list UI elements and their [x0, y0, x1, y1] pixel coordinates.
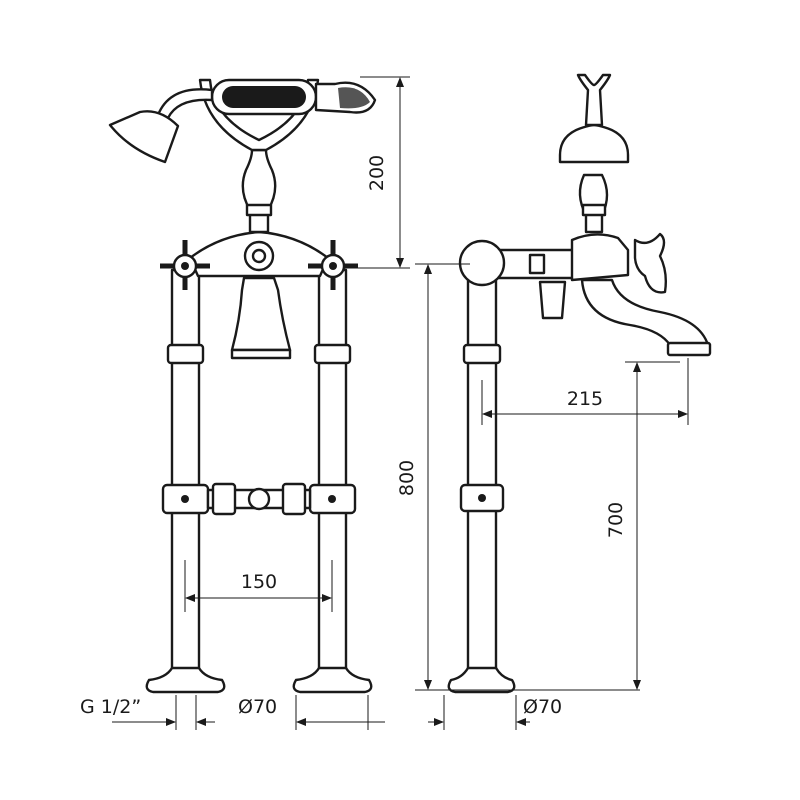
screw-right — [328, 495, 336, 503]
dim-base-diameter-side: Ø70 — [523, 696, 562, 718]
dimension-lines — [112, 76, 689, 730]
side-nut — [462, 343, 502, 365]
dim-height-top: 200 — [366, 155, 388, 191]
right-cross-handle — [308, 240, 358, 290]
side-column — [578, 173, 609, 234]
spout-front — [230, 276, 292, 352]
side-cradle — [576, 73, 612, 127]
side-view — [447, 73, 712, 694]
side-column-ring — [581, 203, 607, 217]
dim-spout-reach: 215 — [567, 388, 603, 410]
right-nut — [313, 343, 352, 365]
dim-spout-height: 700 — [605, 502, 627, 538]
handle-insert — [222, 86, 306, 108]
front-view — [108, 78, 377, 694]
screw-left — [181, 495, 189, 503]
crossbar-nut-right — [281, 482, 307, 516]
shower-head — [108, 110, 180, 164]
side-arm-nut — [528, 253, 546, 275]
dim-height-total: 800 — [396, 460, 418, 496]
crossbar-center — [247, 487, 271, 511]
diverter-center — [251, 248, 267, 264]
dim-base-diameter-front: Ø70 — [238, 696, 277, 718]
right-base — [292, 666, 373, 694]
column — [241, 148, 277, 234]
side-leg-pipe — [466, 268, 498, 672]
side-screw — [478, 494, 486, 502]
cradle — [198, 78, 320, 152]
side-valve-body — [570, 233, 630, 282]
side-base — [447, 666, 516, 694]
shower-neck — [156, 88, 214, 120]
left-base — [145, 666, 226, 694]
dim-thread: G 1/2” — [80, 696, 141, 718]
side-spout — [580, 278, 710, 347]
side-shower-head — [558, 123, 630, 164]
hose-mesh — [338, 87, 370, 109]
side-ball-joint — [458, 239, 506, 287]
spout-outlet — [230, 348, 292, 360]
crossbar-nut-left — [211, 482, 237, 516]
left-nut — [166, 343, 205, 365]
column-ring — [245, 203, 273, 217]
dim-center-distance: 150 — [241, 571, 277, 593]
left-cross-handle — [160, 240, 210, 290]
side-spout-outlet — [666, 341, 712, 357]
side-cross-handle — [633, 232, 668, 294]
side-hose — [538, 280, 567, 320]
